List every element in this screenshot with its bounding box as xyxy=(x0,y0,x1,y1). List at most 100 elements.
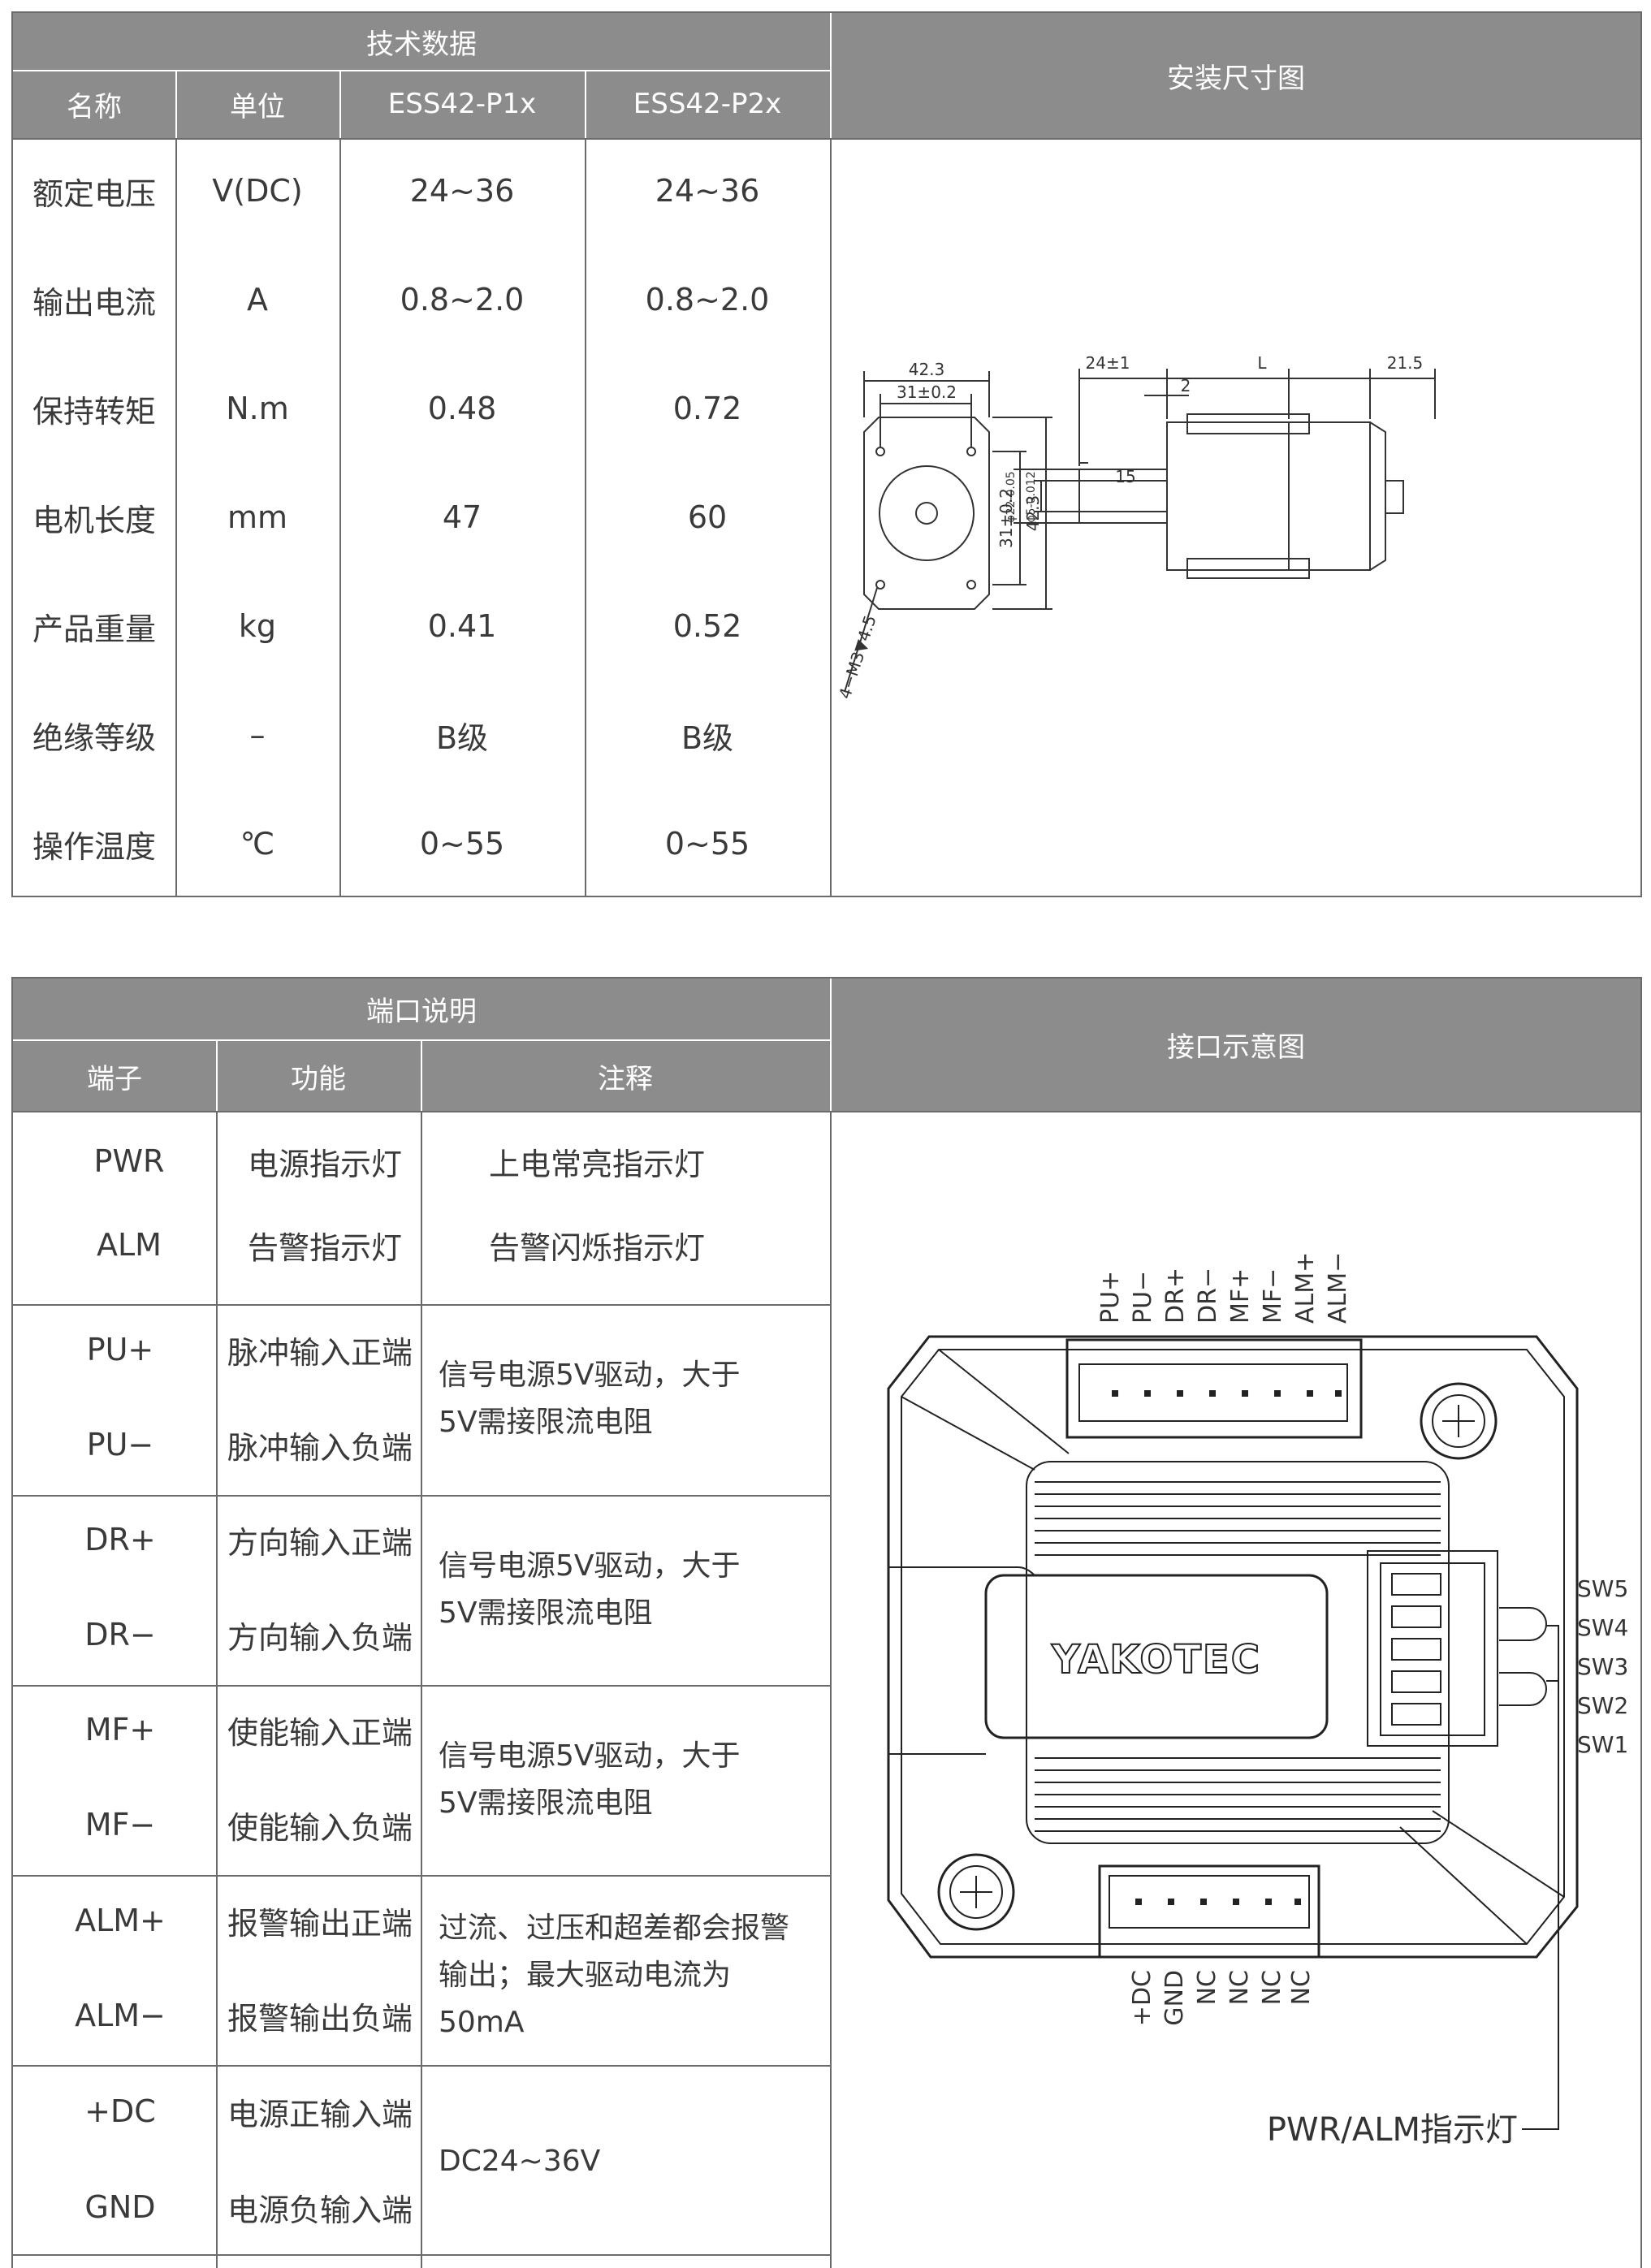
terminal-cell: GND xyxy=(84,2189,156,2225)
note-line: 信号电源5V驱动，大于 xyxy=(439,1359,741,1392)
terminal-cell: DR− xyxy=(84,1617,156,1652)
spec-cell: 0.52 xyxy=(672,608,742,644)
dim-shaft-dia: φ5-0.012 xyxy=(1025,471,1038,522)
spec-cell: 操作温度 xyxy=(32,828,156,865)
install-title: 安装尺寸图 xyxy=(832,13,1640,138)
spec-cell: 0.8~2.0 xyxy=(400,282,525,318)
function-cell: 告警指示灯 xyxy=(247,1229,402,1266)
spec-cell: 0~55 xyxy=(419,826,505,862)
note-line: 5V需接限流电阻 xyxy=(439,1406,653,1439)
spec-cell: 24~36 xyxy=(409,173,515,209)
function-cell: 使能输入正端 xyxy=(227,1714,413,1751)
spec-cell: 产品重量 xyxy=(32,611,156,647)
spec-cell: 60 xyxy=(687,499,728,535)
pin-label: NC xyxy=(1193,1970,1221,2005)
ports-section xyxy=(11,977,1642,2268)
spec-cell: ℃ xyxy=(240,826,275,862)
dim-mount-holes: 4−M3▼4.5 xyxy=(835,613,880,702)
spec-cell: 0.41 xyxy=(427,608,497,644)
spec-cell: 0~55 xyxy=(664,826,750,862)
interface-title: 接口示意图 xyxy=(832,978,1640,1111)
spec-col-p2: ESS42-P2x xyxy=(585,70,830,138)
dim-motor-len: L xyxy=(1257,353,1267,373)
terminal-cell: ALM− xyxy=(75,1998,166,2033)
function-cell: 脉冲输入负端 xyxy=(227,1429,413,1466)
spec-cell: 0.48 xyxy=(427,391,497,426)
function-cell: 报警输出负端 xyxy=(227,2000,413,2037)
terminal-cell: DR+ xyxy=(84,1522,156,1557)
switch-label: SW1 xyxy=(1577,1731,1628,1758)
spec-cell: 0.8~2.0 xyxy=(645,282,770,318)
switch-label: SW5 xyxy=(1577,1575,1628,1602)
installation-drawing: 42.3 31±0.2 31±0.2 42.3 4−M3▼4.5 24±1 L … xyxy=(835,353,1436,702)
switch-label: SW3 xyxy=(1577,1653,1628,1680)
pin-label: PU+ xyxy=(1096,1271,1125,1324)
pin-label: PU− xyxy=(1129,1271,1157,1324)
spec-cell: B级 xyxy=(681,719,734,756)
spec-cell: V(DC) xyxy=(212,173,303,209)
terminal-cell: MF+ xyxy=(84,1712,156,1747)
spec-col-unit: 单位 xyxy=(175,70,339,138)
note-line: 5V需接限流电阻 xyxy=(439,1596,653,1630)
terminal-cell: +DC xyxy=(84,2093,156,2129)
function-cell: 报警输出正端 xyxy=(227,1905,413,1942)
pin-label: GND xyxy=(1160,1970,1189,2026)
pin-label: ALM− xyxy=(1324,1252,1352,1324)
switch-label: SW2 xyxy=(1577,1692,1628,1719)
note-line: 输出；最大驱动电流为 xyxy=(439,1959,732,1992)
spec-cell: 24~36 xyxy=(655,173,760,209)
spec-cell: B级 xyxy=(435,719,489,756)
spec-cell: N.m xyxy=(226,391,289,426)
dim-height-outer: 42.3 xyxy=(1023,495,1043,532)
note-line: 信号电源5V驱动，大于 xyxy=(439,1549,741,1583)
function-cell: 方向输入正端 xyxy=(227,1524,413,1561)
spec-cell: mm xyxy=(227,499,288,535)
spec-cell: 额定电压 xyxy=(32,175,156,212)
dim-boss-len: 24±1 xyxy=(1086,353,1130,373)
spec-col-name: 名称 xyxy=(13,70,175,138)
function-cell: 电源负输入端 xyxy=(227,2192,413,2228)
spec-col-p1: ESS42-P1x xyxy=(339,70,585,138)
interface-diagram: YAKOTEC PU+ PU− DR+ DR− MF+ MF− ALM+ ALM… xyxy=(887,1252,1628,2149)
function-cell: 电源正输入端 xyxy=(227,2096,413,2132)
spec-cell: 绝缘等级 xyxy=(32,719,156,756)
pin-label: MF+ xyxy=(1226,1268,1255,1324)
terminal-cell: ALM xyxy=(97,1227,162,1263)
pin-label: NC xyxy=(1287,1970,1316,2005)
note-line: 5V需接限流电阻 xyxy=(439,1786,653,1820)
spec-section xyxy=(11,11,1642,897)
pin-label: DR+ xyxy=(1161,1268,1190,1324)
spec-cell: 输出电流 xyxy=(32,284,156,321)
spec-cell: A xyxy=(247,282,268,318)
function-cell: 方向输入负端 xyxy=(227,1619,413,1656)
terminal-cell: PU− xyxy=(86,1427,154,1462)
brand-logo: YAKOTEC xyxy=(1051,1637,1261,1683)
spec-cell: 47 xyxy=(442,499,482,535)
pin-label: ALM+ xyxy=(1291,1252,1320,1324)
note-line: 过流、过压和超差都会报警 xyxy=(439,1912,790,1945)
dim-width-outer: 42.3 xyxy=(909,360,945,379)
spec-cell: – xyxy=(249,717,266,753)
spec-cell: 保持转矩 xyxy=(32,393,156,430)
indicator-label: PWR/ALM指示灯 xyxy=(1267,2111,1518,2149)
terminal-cell: MF− xyxy=(84,1807,156,1842)
spec-cell: 电机长度 xyxy=(32,502,156,538)
terminal-cell: ALM+ xyxy=(75,1903,166,1938)
pin-label: NC xyxy=(1258,1970,1286,2005)
dim-flange-gap: 2 xyxy=(1181,376,1191,395)
function-cell: 电源指示灯 xyxy=(247,1146,402,1182)
note-line: 50mA xyxy=(439,2006,525,2039)
switch-label: SW4 xyxy=(1577,1614,1628,1641)
note-line: 信号电源5V驱动，大于 xyxy=(439,1739,741,1773)
ports-col-note: 注释 xyxy=(421,1041,830,1111)
terminal-cell: PU+ xyxy=(86,1332,154,1367)
dim-driver-len: 21.5 xyxy=(1387,353,1424,373)
note-cell: 告警闪烁指示灯 xyxy=(488,1229,705,1266)
dim-boss-dia: φ22-0.05 xyxy=(1005,471,1018,522)
pin-label: DR− xyxy=(1194,1268,1222,1324)
spec-title: 技术数据 xyxy=(13,13,830,70)
terminal-cell: PWR xyxy=(93,1143,165,1179)
spec-cell: 0.72 xyxy=(672,391,742,426)
ports-title: 端口说明 xyxy=(13,978,830,1039)
dim-shaft-len: 15 xyxy=(1115,467,1135,486)
